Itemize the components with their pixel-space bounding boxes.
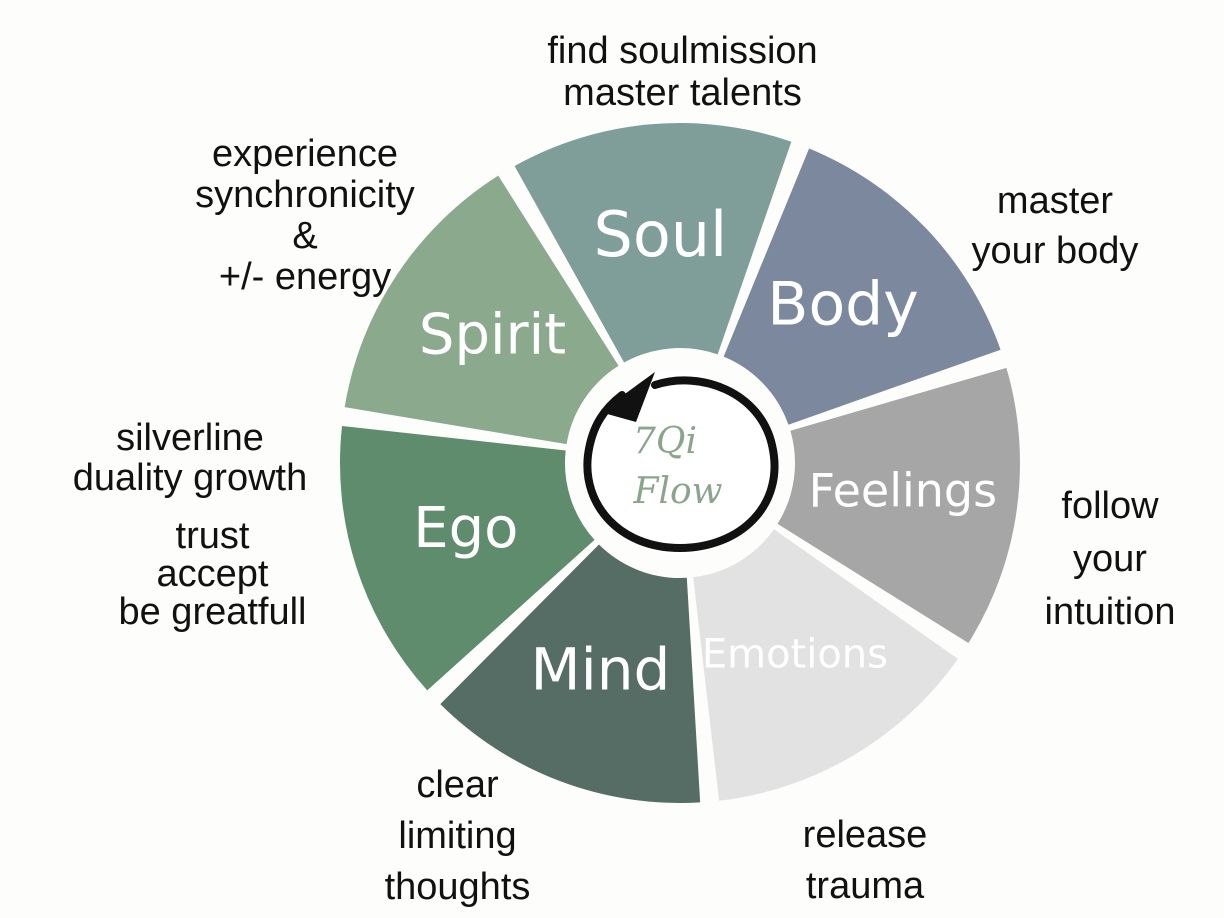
segment-body (723, 148, 1001, 425)
circular-arrow-icon (583, 376, 779, 553)
feelings-description: follow your intuition (1044, 485, 1176, 633)
segment-label-spirit: Spirit (419, 303, 566, 368)
spirit-description: experience synchronicity & +/- energy (195, 133, 415, 298)
segment-label-emotions: Emotions (702, 631, 888, 677)
segment-feelings (777, 367, 1020, 644)
segment-label-soul: Soul (593, 198, 727, 271)
segment-spirit (344, 175, 619, 445)
body-description: master your body (971, 180, 1139, 272)
center-text-7qi: 7Qi (633, 421, 697, 462)
ego-description-top: silverline duality growth (72, 417, 308, 499)
arrow-head-icon (600, 372, 655, 422)
segment-soul (514, 123, 792, 363)
segment-label-ego: Ego (413, 496, 518, 561)
segment-mind (440, 544, 701, 803)
emotions-description: release trauma (802, 814, 928, 907)
mind-description: clear limiting thoughts (384, 764, 531, 908)
segment-emotions (693, 529, 958, 801)
segment-label-mind: Mind (531, 636, 671, 704)
segment-label-body: Body (767, 270, 918, 340)
soul-description: find soulmission master talents (547, 30, 818, 114)
ego-description-bottom: trust accept be greatfull (118, 515, 307, 633)
segment-ego (339, 425, 595, 691)
segment-label-feelings: Feelings (809, 463, 997, 517)
center-hub: 7Qi Flow (583, 371, 779, 555)
center-text-flow: Flow (633, 471, 723, 512)
